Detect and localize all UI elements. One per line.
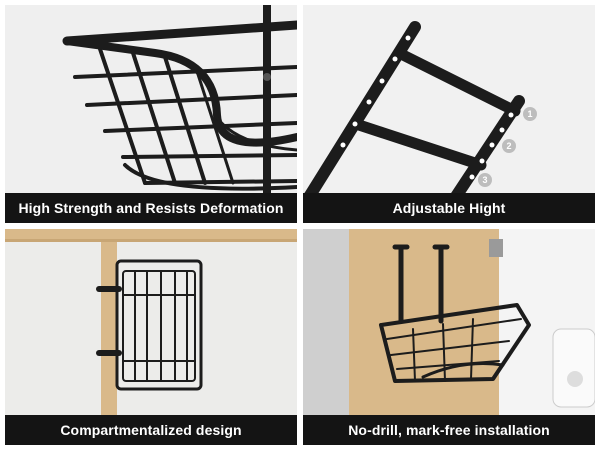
step-marker-1: 1 (523, 107, 537, 121)
step-marker-2: 2 (502, 139, 516, 153)
step-marker-3: 3 (478, 173, 492, 187)
panel-installation: No-drill, mark-free installation (303, 229, 595, 445)
adjustable-hook-image (303, 5, 595, 223)
cabinet-install-image (303, 229, 595, 445)
caption-strength: High Strength and Resists Deformation (5, 193, 297, 223)
caption-installation: No-drill, mark-free installation (303, 415, 595, 445)
panel-compartments: Compartmentalized design (5, 229, 297, 445)
panel-strength: High Strength and Resists Deformation (5, 5, 297, 223)
basket-closeup-image (5, 5, 297, 223)
hanging-basket-image (5, 229, 297, 445)
caption-compartments: Compartmentalized design (5, 415, 297, 445)
caption-adjustable: Adjustable Hight (303, 193, 595, 223)
panel-adjustable: 1 2 3 Adjustable Hight (303, 5, 595, 223)
